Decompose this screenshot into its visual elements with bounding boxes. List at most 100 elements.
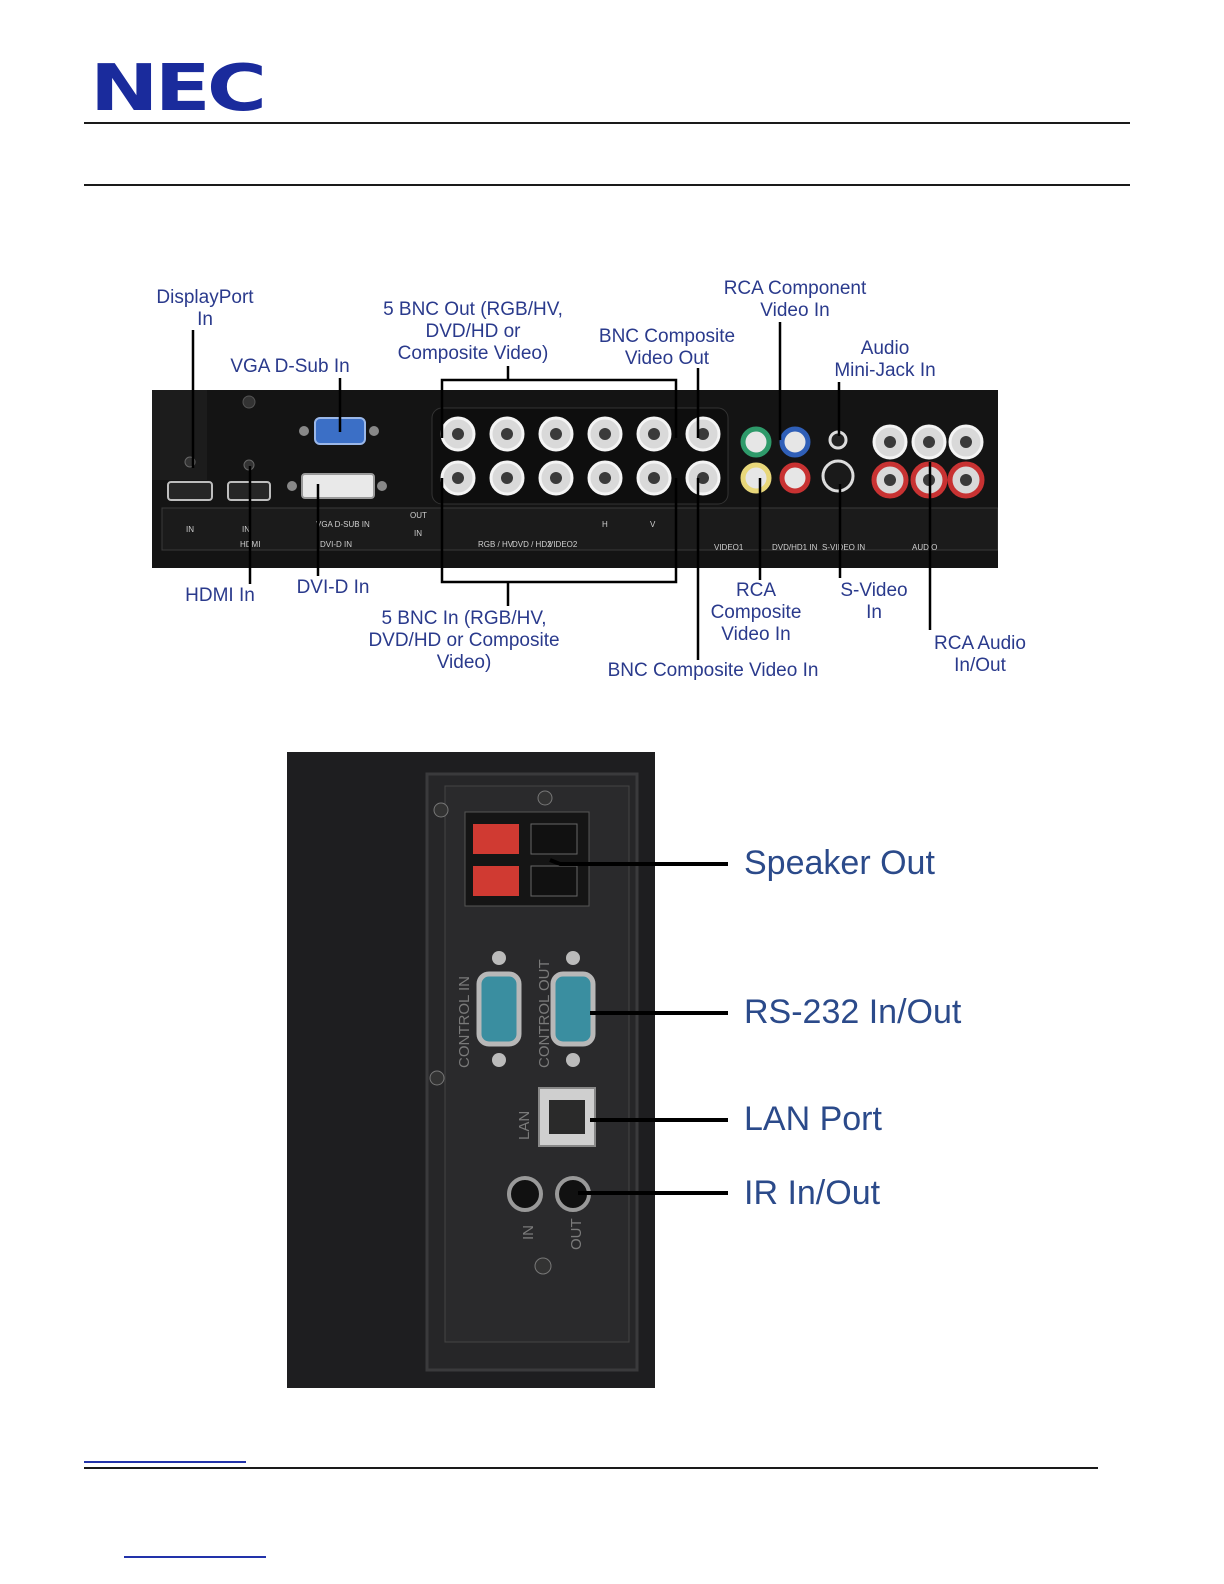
label-audio-minijack-in: Audio Mini-Jack In [834,338,936,381]
callout-lan-port: LAN Port [744,1100,882,1138]
footer-link-underline-2[interactable] [124,1556,266,1558]
audio-rca-white-jack-center [923,436,935,448]
bnc-in-jack-center [697,472,709,484]
label-5bnc-in: 5 BNC In (RGB/HV, DVD/HD or Composite Vi… [368,608,560,673]
mini-jack [828,430,848,450]
panel-text-control-in: CONTROL IN [456,976,473,1068]
rear-connector-panel: IN IN HDMI VGA D-SUB IN DVI-D IN OUT IN … [152,390,998,568]
header-rule-top [84,122,1130,124]
label-displayport-in: DisplayPort In [156,287,254,330]
bnc-out-jack-center [452,428,464,440]
bnc-out-jack-center [648,428,660,440]
label-svideo-in: S-Video In [840,580,908,623]
panel-text-dp-in: IN [186,525,194,534]
label-vga-dsub-in: VGA D-Sub In [230,356,350,377]
label-rca-audio-inout: RCA Audio In/Out [934,633,1026,676]
screw-icon [299,426,309,436]
screw-icon [243,459,255,471]
displayport-connector [167,481,213,501]
side-control-panel: CONTROL IN CONTROL OUT LAN IN OUT [287,752,655,1388]
panel-text-in: IN [414,529,422,538]
lan-socket [549,1100,585,1134]
audio-rca-red-jack-center [884,474,896,486]
label-bnc-composite-in: BNC Composite Video In [607,660,819,681]
screw-icon [377,481,387,491]
ir-in-jack [507,1176,543,1212]
panel-text-hdmi: HDMI [240,540,260,549]
rca-blue-jack [779,426,811,458]
audio-rca-red-jack-center [923,474,935,486]
panel-text-video1: VIDEO1 [714,543,744,552]
header-rule-bottom [84,184,1130,186]
screw-icon [566,951,580,965]
panel-text-dvdhd2: DVD / HD2 [512,540,552,549]
vent-grille [152,390,207,480]
bnc-in-jack-center [452,472,464,484]
screw-icon [537,790,553,806]
panel-text-lan: LAN [516,1111,533,1140]
bnc-in-jack-center [599,472,611,484]
rca-yellow-jack [740,462,772,494]
label-rca-component-in: RCA Component Video In [723,278,867,321]
screw-icon [492,1053,506,1067]
label-rca-composite-in: RCA Composite Video In [710,580,802,645]
rs232-out-connector [550,971,596,1047]
audio-rca-jacks [871,424,985,499]
svideo-connector [821,459,855,493]
screw-icon [534,1257,552,1275]
screw-icon [287,481,297,491]
panel-text-audio: AUDIO [912,543,937,552]
screw-icon [433,802,449,818]
audio-rca-white-jack-center [960,436,972,448]
bnc-in-jack-center [501,472,513,484]
speaker-clip-black [530,823,578,855]
panel-text-video2: VIDEO2 [548,540,578,549]
label-hdmi-in: HDMI In [185,585,255,606]
panel-text-out: OUT [410,511,427,520]
callout-speaker-out: Speaker Out [744,844,935,882]
callout-rs232-inout: RS-232 In/Out [744,993,962,1031]
label-bnc-composite-out: BNC Composite Video Out [598,326,736,369]
rca-green-jack [740,426,772,458]
bnc-out-jack-center [501,428,513,440]
callout-ir-inout: IR In/Out [744,1174,881,1212]
screw-icon [369,426,379,436]
rs232-in-connector [476,971,522,1047]
panel-text-control-out: CONTROL OUT [536,959,553,1068]
bnc-out-jack-center [599,428,611,440]
speaker-clip-black [530,865,578,897]
rca-red-jack [779,462,811,494]
bnc-in-jack-center [648,472,660,484]
screw-icon [566,1053,580,1067]
hdmi-connector [227,481,271,501]
label-strip [161,507,998,551]
screw-icon [242,395,256,409]
screw-icon [184,456,196,468]
audio-rca-white-jack-center [884,436,896,448]
panel-text-hdmi-in: IN [242,525,250,534]
speaker-clip-red [473,824,519,854]
panel-text-vga: VGA D-SUB IN [316,520,370,529]
ir-out-jack [555,1176,591,1212]
screw-icon [492,951,506,965]
panel-text-ir-out: OUT [568,1218,585,1250]
panel-text-svideo: S-VIDEO IN [822,543,865,552]
bnc-block [431,407,729,505]
footer-rule [84,1467,1098,1469]
label-dvid-in: DVI-D In [296,577,370,598]
panel-text-dvdhd1: DVD/HD1 IN [772,543,818,552]
bnc-out-jack-center [697,428,709,440]
dvi-connector [301,473,375,499]
side-panel-illustration: CONTROL IN CONTROL OUT LAN IN OUT [287,752,655,1388]
footer-link-underline[interactable] [84,1461,246,1463]
screw-icon [429,1070,445,1086]
nec-logo: NEC [90,52,267,126]
panel-text-v: V [650,520,656,529]
panel-text-h: H [602,520,608,529]
bnc-in-jack-center [550,472,562,484]
rear-panel-illustration: IN IN HDMI VGA D-SUB IN DVI-D IN OUT IN … [152,390,998,552]
vga-connector [314,417,366,445]
label-5bnc-out: 5 BNC Out (RGB/HV, DVD/HD or Composite V… [383,299,563,364]
audio-rca-red-jack-center [960,474,972,486]
panel-text-ir-in: IN [520,1225,537,1240]
